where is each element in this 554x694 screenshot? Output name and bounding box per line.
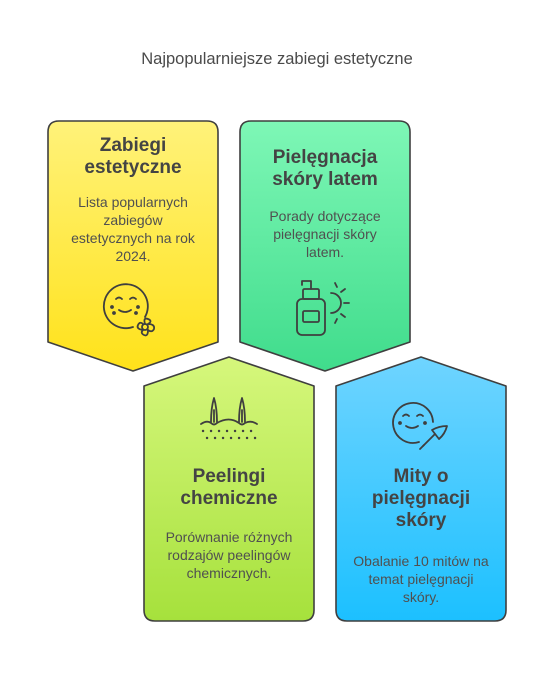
card-aesthetic-treatments: Zabiegi estetyczne Lista popularnych zab…	[47, 120, 219, 372]
card-description: Obalanie 10 mitów na temat pielęgnacji s…	[353, 553, 489, 605]
card-shape	[47, 120, 219, 372]
card-heading: Mity o pielęgnacji skóry	[371, 466, 471, 531]
card-shape	[143, 356, 315, 622]
card-shape	[335, 356, 507, 622]
card-description: Porównanie różnych rodzajów peelingów ch…	[165, 529, 293, 581]
card-heading: Peelingi chemiczne	[180, 466, 278, 509]
skin-layers-icon	[200, 397, 258, 440]
card-chemical-peels: Peelingi chemiczne Porównanie różnych ro…	[143, 356, 315, 622]
card-heading: Zabiegi estetyczne	[84, 135, 182, 178]
card-description: Porady dotyczące pielęgnacji skóry latem…	[269, 208, 381, 260]
sunscreen-sun-icon	[296, 280, 350, 336]
card-skincare-myths: Mity o pielęgnacji skóry Obalanie 10 mit…	[335, 356, 507, 622]
card-shape	[239, 120, 411, 372]
card-summer-skincare: Pielęgnacja skóry latem Porady dotyczące…	[239, 120, 411, 372]
card-description: Lista popularnych zabiegów estetycznych …	[71, 194, 195, 264]
face-flower-icon	[102, 283, 156, 337]
card-heading: Pielęgnacja skóry latem	[272, 147, 378, 190]
diagram-title: Najpopularniejsze zabiegi estetyczne	[141, 50, 413, 68]
face-brush-icon	[392, 402, 448, 450]
